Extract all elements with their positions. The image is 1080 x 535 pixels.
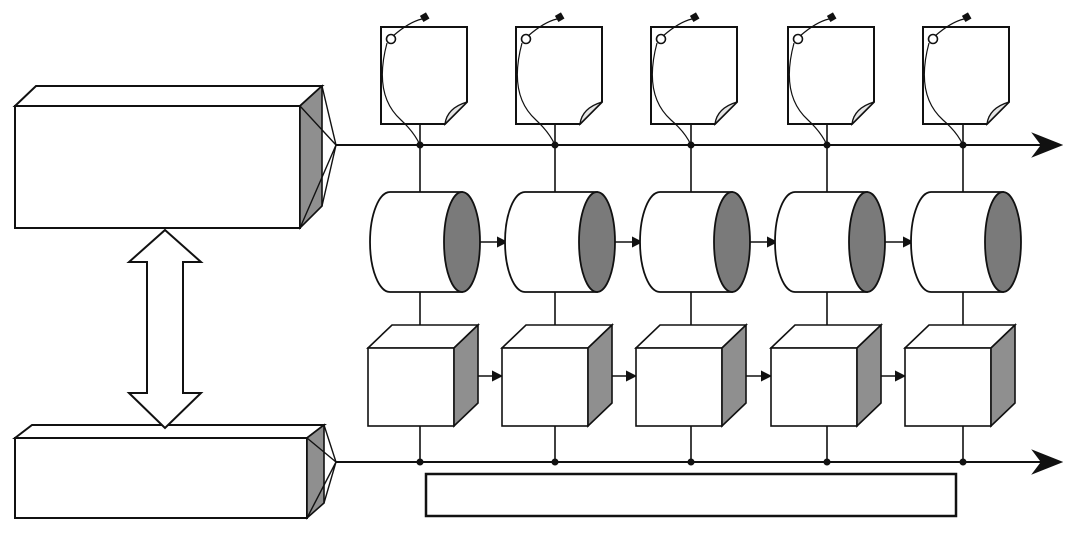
document-icon <box>380 12 468 146</box>
top-junction-dot <box>416 141 424 149</box>
bottom-junction-dot <box>551 458 559 466</box>
database-cylinder-icon <box>504 191 616 293</box>
document-icon <box>515 12 603 146</box>
upper-block <box>12 84 337 230</box>
cube-icon <box>366 323 480 428</box>
column-4 <box>769 12 915 466</box>
cube-icon <box>634 323 748 428</box>
lower-block <box>12 423 337 520</box>
bottom-junction-dot <box>416 458 424 466</box>
column-3 <box>634 12 779 466</box>
column-group <box>366 12 1022 466</box>
column-1 <box>366 12 509 466</box>
top-junction-dot <box>959 141 967 149</box>
cube-icon <box>769 323 883 428</box>
top-junction-dot <box>551 141 559 149</box>
top-junction-dot <box>687 141 695 149</box>
document-icon <box>787 12 875 146</box>
document-icon <box>922 12 1010 146</box>
database-cylinder-icon <box>910 191 1022 293</box>
column-5 <box>903 12 1022 466</box>
bottom-panel <box>424 472 958 518</box>
double-arrow <box>126 228 204 430</box>
column-2 <box>500 12 644 466</box>
cube-icon <box>903 323 1017 428</box>
database-cylinder-icon <box>369 191 481 293</box>
bottom-junction-dot <box>959 458 967 466</box>
bottom-junction-dot <box>687 458 695 466</box>
document-icon <box>650 12 738 146</box>
top-junction-dot <box>823 141 831 149</box>
database-cylinder-icon <box>639 191 751 293</box>
bottom-junction-dot <box>823 458 831 466</box>
cube-icon <box>500 323 614 428</box>
database-cylinder-icon <box>774 191 886 293</box>
